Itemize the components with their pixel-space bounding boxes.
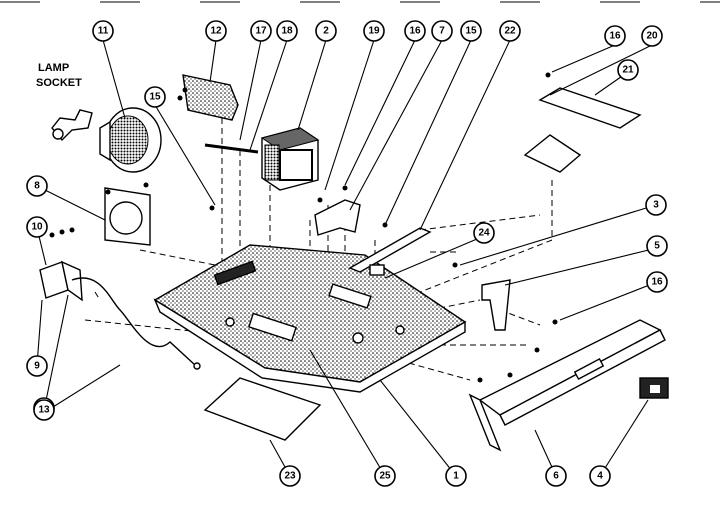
callout-12: 12 [205, 20, 227, 42]
switch-bracket [481, 279, 511, 331]
lamp-socket-label-line1: LAMP [38, 62, 69, 74]
callout-19: 19 [363, 20, 385, 42]
svg-text:16: 16 [651, 277, 663, 288]
svg-text:19: 19 [368, 26, 380, 37]
callout-6: 6 [545, 465, 567, 487]
svg-text:17: 17 [255, 26, 267, 37]
callout-8: 8 [26, 175, 48, 197]
rocker-switch [639, 377, 669, 399]
damper-assembly [523, 87, 642, 173]
callout-5: 5 [646, 235, 668, 257]
svg-text:15: 15 [465, 26, 477, 37]
support-bracket [314, 199, 361, 236]
callout-23: 23 [279, 465, 301, 487]
callout-7: 7 [431, 20, 453, 42]
callout-2: 2 [315, 20, 337, 42]
callout-16c: 16 [646, 271, 668, 293]
svg-text:22: 22 [504, 26, 516, 37]
svg-text:8: 8 [34, 181, 40, 192]
callout-13-display: 13 [33, 399, 55, 421]
rod [204, 143, 259, 154]
callout-16b: 16 [604, 25, 626, 47]
callout-3: 3 [645, 194, 667, 216]
transformer [260, 127, 320, 191]
lamp-bracket [104, 187, 151, 246]
lamp-socket-label-line2: SOCKET [36, 77, 82, 89]
callout-4: 4 [589, 465, 611, 487]
callout-15a: 15 [460, 20, 482, 42]
grease-filter [203, 377, 322, 441]
svg-text:7: 7 [439, 26, 445, 37]
callout-9: 9 [26, 355, 48, 377]
wire-harness [71, 277, 196, 366]
svg-text:24: 24 [478, 228, 490, 239]
wire-terminal [193, 362, 201, 370]
callouts: 11 12 17 18 2 19 16 7 15 22 16 20 21 15 … [26, 20, 668, 487]
base-plate [153, 244, 467, 393]
callout-1: 1 [445, 465, 467, 487]
svg-text:25: 25 [379, 471, 391, 482]
callout-11: 11 [92, 20, 114, 42]
callout-22: 22 [499, 20, 521, 42]
svg-text:2: 2 [323, 26, 329, 37]
svg-text:9: 9 [34, 361, 40, 372]
svg-text:16: 16 [609, 31, 621, 42]
svg-text:23: 23 [284, 471, 296, 482]
svg-text:21: 21 [622, 65, 634, 76]
svg-text:3: 3 [653, 200, 659, 211]
svg-text:13: 13 [38, 405, 50, 416]
callout-17: 17 [250, 20, 272, 42]
svg-text:4: 4 [597, 471, 603, 482]
callout-16a: 16 [404, 20, 426, 42]
svg-text:16: 16 [409, 26, 421, 37]
bracket [182, 74, 239, 121]
svg-text:1: 1 [453, 471, 459, 482]
strip-clip [369, 264, 385, 276]
callout-25: 25 [374, 465, 396, 487]
callout-15b: 15 [144, 86, 166, 108]
callout-20: 20 [641, 25, 663, 47]
svg-text:11: 11 [98, 26, 109, 37]
callout-24: 24 [473, 222, 495, 244]
callout-18: 18 [276, 20, 298, 42]
terminal-block [39, 260, 83, 302]
lamp-socket [51, 109, 93, 142]
svg-text:15: 15 [149, 92, 161, 103]
lamp-housing [99, 107, 162, 173]
callout-10: 10 [26, 216, 48, 238]
control-panel [468, 319, 666, 452]
svg-text:12: 12 [210, 26, 222, 37]
callout-21: 21 [617, 59, 639, 81]
svg-text:20: 20 [646, 31, 658, 42]
svg-text:5: 5 [654, 241, 660, 252]
svg-text:6: 6 [553, 471, 559, 482]
svg-text:18: 18 [281, 26, 293, 37]
svg-text:10: 10 [31, 222, 43, 233]
mount-strip [348, 227, 432, 273]
screws [49, 72, 558, 383]
